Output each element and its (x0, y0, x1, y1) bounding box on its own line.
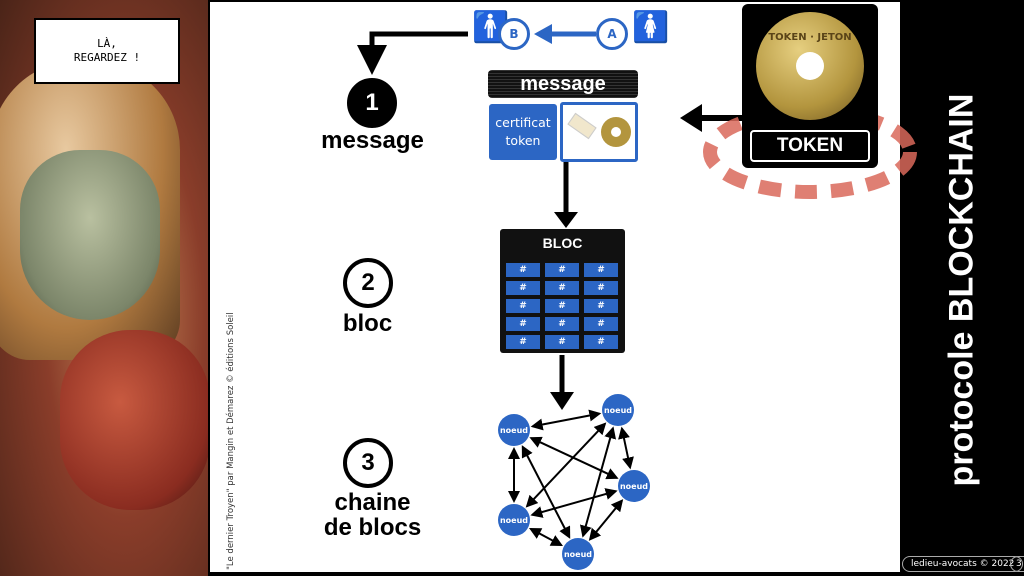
step-3-badge: 3 (343, 438, 393, 488)
network-edge (588, 499, 624, 541)
bloc-title: BLOC (542, 235, 583, 251)
hash-cell: # (584, 299, 618, 313)
network-node: noeud (562, 538, 594, 570)
hash-cell: # (506, 317, 540, 331)
hash-cell: # (584, 281, 618, 295)
hash-cell: # (545, 263, 579, 277)
comic-panel: LÀ, REGARDEZ ! (0, 0, 208, 576)
step-3-label-line2: de blocs (323, 514, 422, 541)
cert-line1: certificat (495, 115, 551, 130)
bubble-line1: LÀ, (97, 37, 117, 50)
network-edges (508, 409, 634, 547)
coin-icon (601, 117, 631, 147)
step-2-label: bloc (342, 310, 393, 337)
hash-cell: # (545, 335, 579, 349)
message-bar: message (488, 70, 638, 98)
hash-cell: # (506, 335, 540, 349)
footer-copyright: ledieu-avocats © 2022 (902, 556, 1024, 572)
party-b-circle: B (498, 18, 530, 50)
arrow-message-to-bloc-head (554, 212, 578, 228)
hand-illustration (60, 330, 208, 510)
bloc-hash-grid: # # # # # # # # # # # # # # # (506, 263, 618, 349)
step-3-label-line1: chaine (334, 489, 411, 516)
face-illustration (20, 150, 160, 320)
network-edge (579, 426, 617, 538)
certificate-token-box: certificat token (489, 104, 557, 160)
scroll-icon (567, 112, 597, 140)
token-panel: TOKEN · JETON TOKEN (742, 4, 878, 168)
network-node: noeud (498, 504, 530, 536)
coin-text: TOKEN · JETON (768, 32, 852, 43)
network-node: noeud (498, 414, 530, 446)
arrow-to-message (357, 31, 468, 75)
network-edge (618, 426, 634, 470)
party-a-circle: A (596, 18, 628, 50)
step-1-label: message (321, 127, 424, 154)
step-1-badge: 1 (347, 78, 397, 128)
hash-cell: # (545, 281, 579, 295)
network-edge (521, 445, 571, 539)
bubble-line2: REGARDEZ ! (73, 51, 141, 64)
hash-cell: # (506, 263, 540, 277)
woman-icon: 🚺 (632, 10, 670, 45)
arrow-bloc-to-network-head (550, 392, 574, 410)
cert-line2: token (505, 133, 541, 148)
network-edge (530, 409, 602, 431)
hash-cell: # (506, 299, 540, 313)
speech-bubble: LÀ, REGARDEZ ! (34, 18, 180, 84)
slide-title: protocole BLOCKCHAIN (942, 93, 981, 487)
network-node: noeud (602, 394, 634, 426)
step-3-label: chaine de blocs (305, 490, 440, 540)
hash-cell: # (506, 281, 540, 295)
network-edge (529, 527, 563, 547)
coin-hole (796, 52, 824, 80)
certificate-and-coin-image (560, 102, 638, 162)
token-label: TOKEN (750, 130, 870, 162)
hash-cell: # (584, 335, 618, 349)
arrow-token-head (680, 104, 702, 132)
arrow-a-to-b-head (534, 24, 552, 44)
page-number: 3 (1010, 556, 1024, 572)
hash-cell: # (545, 317, 579, 331)
hash-cell: # (584, 317, 618, 331)
hash-cell: # (545, 299, 579, 313)
hash-cell: # (584, 263, 618, 277)
network-edge (525, 422, 607, 508)
network-node: noeud (618, 470, 650, 502)
bloc-box: BLOC # # # # # # # # # # # # # # # (500, 229, 625, 353)
token-coin-image: TOKEN · JETON (756, 12, 864, 120)
network-edge (530, 488, 618, 518)
step-2-badge: 2 (343, 258, 393, 308)
